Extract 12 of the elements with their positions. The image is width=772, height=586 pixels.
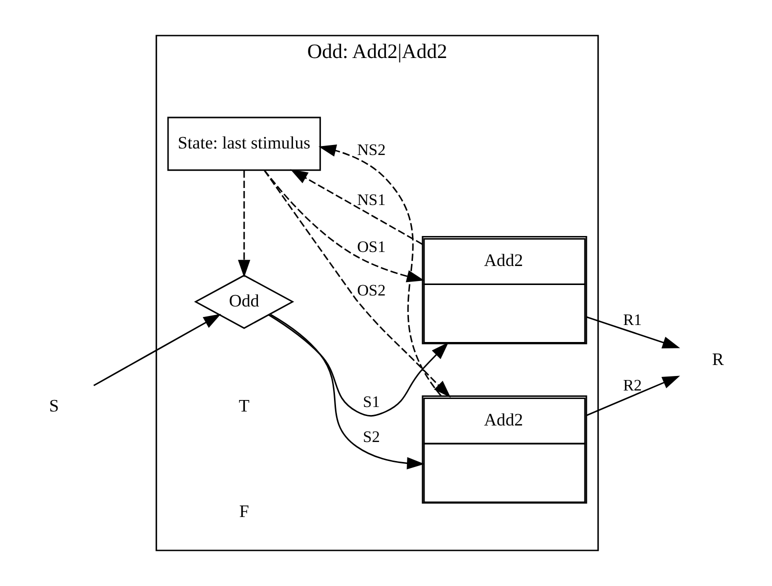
edge-label: R1 — [623, 312, 642, 329]
edge-label: OS2 — [357, 282, 386, 300]
edge-label: R2 — [623, 378, 642, 395]
node-text: R — [712, 348, 724, 369]
node-text: S — [49, 396, 59, 416]
label: T — [238, 396, 250, 416]
edge-label: NS2 — [357, 142, 386, 160]
label: F — [239, 500, 249, 521]
edge-label: S1 — [362, 394, 380, 411]
edge-label: OS1 — [357, 238, 386, 256]
edge-label: S2 — [362, 428, 380, 446]
edge-label: NS1 — [357, 192, 386, 209]
